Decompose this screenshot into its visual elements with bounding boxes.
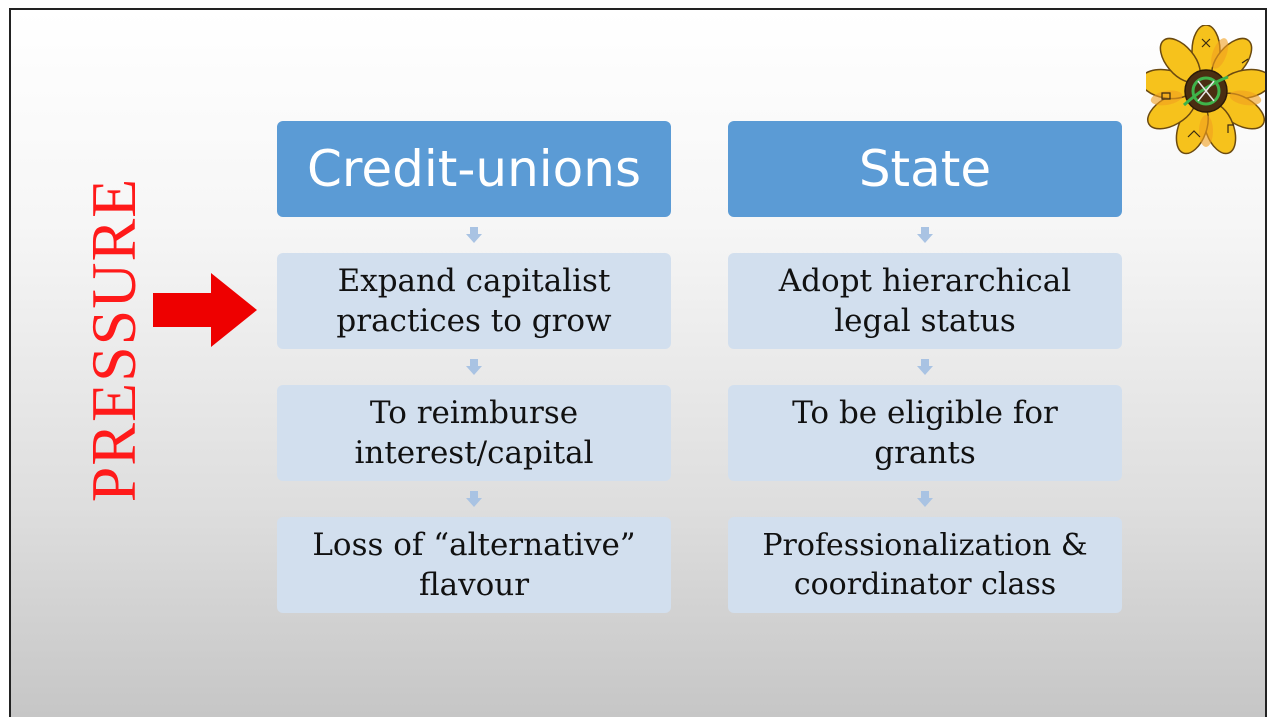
step-line: flavour — [418, 567, 530, 603]
credit-unions-column: Credit-unions Expand capitalist practices… — [277, 121, 671, 613]
step-line: Expand capitalist — [337, 262, 611, 299]
down-arrow-icon — [277, 481, 671, 517]
step-line: legal status — [834, 303, 1016, 339]
down-arrow-icon — [728, 217, 1122, 253]
step-line: coordinator class — [793, 567, 1057, 602]
step-line: To reimburse — [369, 394, 579, 431]
credit-unions-step-3: Loss of “alternative” flavour — [277, 517, 671, 613]
credit-unions-step-1: Expand capitalist practices to grow — [277, 253, 671, 349]
state-column: State Adopt hierarchical legal status To … — [728, 121, 1122, 613]
step-line: Adopt hierarchical — [778, 262, 1072, 299]
down-arrow-icon — [277, 217, 671, 253]
state-step-2: To be eligible for grants — [728, 385, 1122, 481]
credit-unions-header: Credit-unions — [277, 121, 671, 217]
step-line: practices to grow — [336, 303, 612, 339]
right-arrow-icon — [153, 273, 257, 347]
state-step-3: Professionalization & coordinator class — [728, 517, 1122, 613]
state-step-1: Adopt hierarchical legal status — [728, 253, 1122, 349]
step-line: interest/capital — [354, 435, 594, 471]
step-line: Loss of “alternative” — [312, 526, 636, 563]
step-line: Professionalization & — [762, 528, 1088, 563]
sunflower-logo — [1146, 25, 1265, 155]
step-line: To be eligible for — [792, 394, 1058, 431]
pressure-label: PRESSURE — [78, 177, 149, 503]
step-line: grants — [874, 435, 976, 471]
down-arrow-icon — [277, 349, 671, 385]
slide: PRESSURE Credit-unions Expand capitalist… — [9, 8, 1267, 717]
down-arrow-icon — [728, 349, 1122, 385]
down-arrow-icon — [728, 481, 1122, 517]
credit-unions-step-2: To reimburse interest/capital — [277, 385, 671, 481]
state-header: State — [728, 121, 1122, 217]
